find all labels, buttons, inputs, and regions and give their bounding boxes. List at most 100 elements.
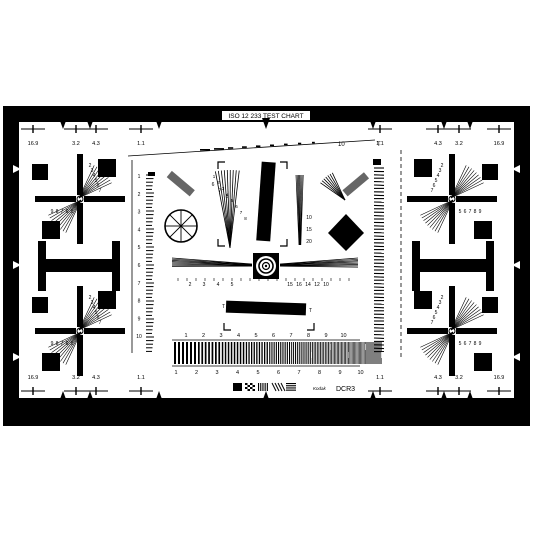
quad-number: 3 bbox=[439, 300, 442, 306]
strip-bar bbox=[296, 342, 298, 364]
pattern-bar bbox=[286, 385, 296, 387]
ladder-number: 4 bbox=[138, 227, 141, 233]
strip-bar bbox=[242, 342, 245, 364]
center-number: 5 bbox=[231, 198, 234, 203]
quad-square bbox=[414, 159, 432, 177]
quad-arm bbox=[77, 286, 83, 327]
strip-bar bbox=[370, 342, 371, 364]
strip-bar bbox=[230, 342, 233, 364]
strip-bar bbox=[375, 342, 376, 364]
ladder-marker bbox=[148, 172, 155, 176]
brand-text: DCR3 bbox=[336, 386, 355, 393]
fan-line bbox=[429, 199, 454, 228]
strip-bar bbox=[215, 342, 217, 364]
fan-line bbox=[331, 172, 346, 201]
strip-bar bbox=[361, 342, 363, 364]
strip-bar bbox=[253, 342, 255, 364]
strip-bar bbox=[366, 342, 367, 364]
strip-bar bbox=[198, 342, 200, 364]
fan-line bbox=[60, 199, 82, 230]
quad-arm bbox=[407, 328, 448, 334]
strip-bar bbox=[321, 342, 323, 364]
strip-bar bbox=[258, 342, 261, 364]
fan-line bbox=[78, 314, 112, 331]
burst-number: 15 bbox=[306, 227, 312, 233]
ruler-dash bbox=[284, 143, 288, 146]
lower-bar-ends: T T bbox=[222, 304, 312, 314]
strip-bar bbox=[346, 342, 348, 364]
fan-line bbox=[450, 306, 479, 331]
fan-line bbox=[450, 179, 483, 199]
strip-bar bbox=[304, 342, 306, 364]
pattern-slash bbox=[277, 382, 283, 392]
pattern-bar bbox=[262, 383, 264, 391]
quad-number: 8 bbox=[474, 209, 477, 215]
center-number: 12 bbox=[314, 282, 320, 288]
burst-number: 20 bbox=[306, 239, 312, 245]
burst-line bbox=[299, 174, 302, 246]
center-number: 10 bbox=[323, 282, 329, 288]
tick-label: 3.2 bbox=[455, 141, 463, 147]
ruler-dash bbox=[242, 146, 247, 148]
quad-arm bbox=[456, 196, 497, 202]
side-triangle bbox=[13, 165, 21, 173]
h-bar-right bbox=[412, 241, 494, 291]
tick-label: 1.1 bbox=[376, 375, 384, 381]
fan-line bbox=[425, 331, 454, 356]
burst-line bbox=[279, 262, 359, 266]
fan-line bbox=[432, 199, 454, 230]
quad-number: 6 bbox=[66, 341, 69, 347]
fan-line bbox=[229, 170, 234, 249]
quad-number: 6 bbox=[433, 315, 436, 321]
fan-line bbox=[450, 304, 477, 331]
quad-square bbox=[42, 221, 60, 239]
fan-line bbox=[450, 177, 481, 199]
strip-bar bbox=[295, 342, 296, 364]
strip-bar bbox=[377, 342, 378, 364]
fan-line bbox=[425, 199, 454, 224]
quad-square bbox=[42, 353, 60, 371]
tick-label: 16.9 bbox=[494, 141, 505, 147]
quad-square bbox=[98, 159, 116, 177]
quad-arm bbox=[449, 154, 455, 195]
strip-number: 10 bbox=[357, 370, 363, 376]
ruler-number: 7 bbox=[289, 333, 292, 339]
tick-label: 1.1 bbox=[137, 141, 145, 147]
checker-cell bbox=[250, 383, 253, 385]
corner-square bbox=[32, 164, 48, 180]
top-ruler: 10 T bbox=[127, 139, 381, 157]
quad-arm bbox=[77, 154, 83, 195]
corner-square bbox=[482, 297, 498, 313]
fan-line bbox=[420, 199, 454, 216]
strip-bar bbox=[353, 342, 354, 364]
ruler-number: 9 bbox=[324, 333, 327, 339]
fan-line bbox=[429, 331, 454, 360]
fan-line bbox=[78, 179, 111, 199]
burst-line bbox=[279, 261, 359, 266]
quad-square bbox=[414, 291, 432, 309]
strip-number: 2 bbox=[195, 370, 198, 376]
strip-number: 9 bbox=[338, 370, 341, 376]
side-triangle bbox=[13, 261, 21, 269]
ladder-number: 9 bbox=[138, 316, 141, 322]
alignment-triangle bbox=[86, 391, 94, 402]
quad-number: 2 bbox=[441, 295, 444, 301]
strip-bar bbox=[310, 342, 312, 364]
quad-number: 8 bbox=[56, 341, 59, 347]
pattern-bar bbox=[264, 383, 266, 391]
strip-number: 6 bbox=[277, 370, 280, 376]
strip-number: 5 bbox=[256, 370, 259, 376]
fan-line bbox=[78, 174, 107, 199]
strip-bar bbox=[350, 342, 352, 364]
center-number: 4 bbox=[226, 192, 229, 197]
center-fan-left: 678 bbox=[212, 169, 240, 249]
quad-number: 9 bbox=[51, 209, 54, 215]
circle-target bbox=[164, 209, 198, 243]
fan-line bbox=[327, 175, 346, 201]
strip-number: 8 bbox=[318, 370, 321, 376]
strip-bar bbox=[313, 342, 315, 364]
horizontal-burst-right bbox=[279, 257, 359, 268]
strip-bar bbox=[373, 342, 374, 364]
